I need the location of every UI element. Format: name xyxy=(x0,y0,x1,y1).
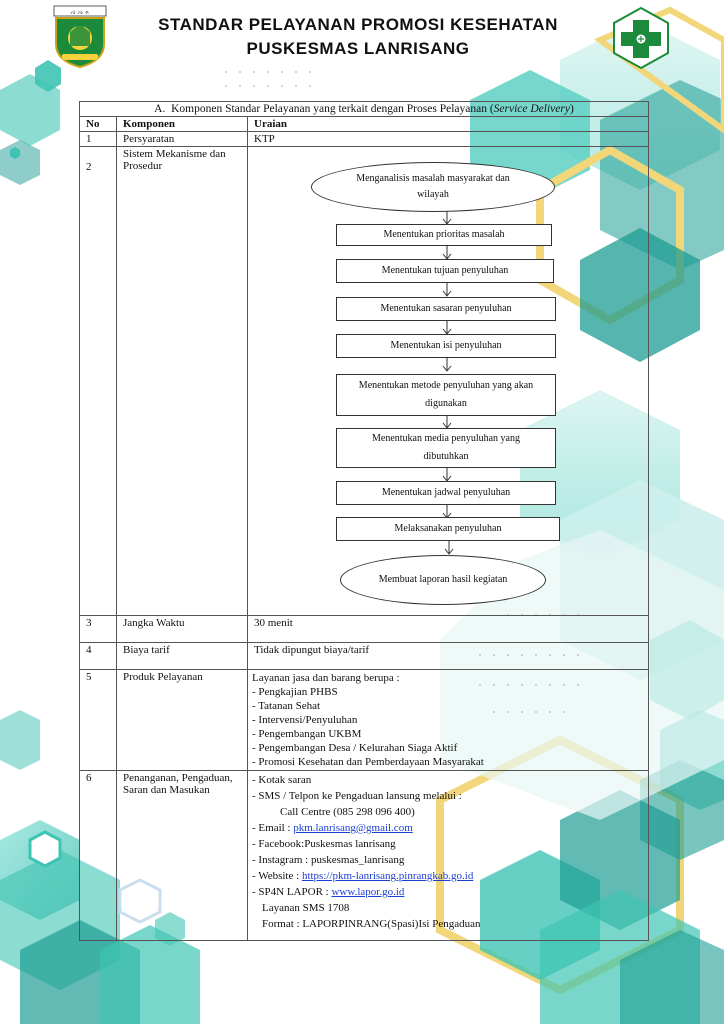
table-row: 2 Sistem Mekanisme dan Prosedur Menganal… xyxy=(79,146,649,616)
row-uraian: KTP xyxy=(247,131,649,147)
flow-step-8: Melaksanakan penyuluhan xyxy=(336,517,560,541)
row-no: 2 xyxy=(79,146,117,616)
produk-list: Layanan jasa dan barang berupa : - Pengk… xyxy=(247,669,649,771)
green-cross-health-icon xyxy=(613,6,669,70)
table-caption-row: A. Komponen Standar Pelayanan yang terka… xyxy=(79,101,649,117)
list-item: - Kotak saran xyxy=(252,774,312,786)
header-no: No xyxy=(79,116,117,132)
table-header-row: No Komponen Uraian xyxy=(79,116,649,132)
arrow-down-icon xyxy=(442,246,452,260)
row-komponen: Persyaratan xyxy=(116,131,248,147)
row-no: 3 xyxy=(79,615,117,643)
list-item: - Pengembangan UKBM xyxy=(252,728,362,740)
row-uraian: Tidak dipungut biaya/tarif xyxy=(247,642,649,670)
procedure-flowchart: Menganalisis masalah masyarakat dan wila… xyxy=(248,147,648,615)
flow-step-4: Menentukan isi penyuluhan xyxy=(336,334,556,358)
arrow-down-icon xyxy=(444,541,454,555)
flow-step-2: Menentukan tujuan penyuluhan xyxy=(336,259,554,283)
flow-step-3: Menentukan sasaran penyuluhan xyxy=(336,297,556,321)
list-item: - Tatanan Sehat xyxy=(252,700,321,712)
service-standard-table: A. Komponen Standar Pelayanan yang terka… xyxy=(79,101,649,941)
flow-end-ellipse: Membuat laporan hasil kegiatan xyxy=(340,555,546,605)
format-info: Format : LAPORPINRANG(Spasi)Isi Pengadua… xyxy=(262,918,481,930)
arrow-down-icon xyxy=(442,358,452,372)
table-row: 6 Penanganan, Pengaduan, Saran dan Masuk… xyxy=(79,770,649,941)
row-no: 1 xyxy=(79,131,117,147)
row-no: 5 xyxy=(79,669,117,771)
header-uraian: Uraian xyxy=(247,116,649,132)
row-komponen: Penanganan, Pengaduan, Saran dan Masukan xyxy=(116,770,248,941)
page-title-line1: STANDAR PELAYANAN PROMOSI KESEHATAN xyxy=(158,15,558,34)
email-link[interactable]: pkm.lanrisang@gmail.com xyxy=(293,822,413,834)
arrow-down-icon xyxy=(442,211,452,225)
row-komponen: Produk Pelayanan xyxy=(116,669,248,771)
pengaduan-list: - Kotak saran - SMS / Telpon ke Pengadua… xyxy=(247,770,649,941)
flow-step-7: Menentukan jadwal penyuluhan xyxy=(336,481,556,505)
flow-step-5: Menentukan metode penyuluhan yang akan d… xyxy=(336,374,556,416)
row-no: 6 xyxy=(79,770,117,941)
list-item: - Promosi Kesehatan dan Pemberdayaan Mas… xyxy=(252,756,484,768)
sms-lapor: Layanan SMS 1708 xyxy=(262,902,350,914)
flow-step-1: Menentukan prioritas masalah xyxy=(336,224,552,246)
table-row: 4 Biaya tarif Tidak dipungut biaya/tarif xyxy=(79,642,649,670)
website-link[interactable]: https://pkm-lanrisang.pinrangkab.go.id xyxy=(301,870,474,882)
table-row: 5 Produk Pelayanan Layanan jasa dan bara… xyxy=(79,669,649,771)
list-item: - Pengkajian PHBS xyxy=(252,686,338,698)
call-centre: Call Centre (085 298 096 400) xyxy=(280,806,415,818)
website-label: - Website : xyxy=(252,870,302,882)
list-item: - Email : pkm.lanrisang@gmail.com xyxy=(252,820,644,836)
list-item: - Instagram : puskesmas_lanrisang xyxy=(252,854,405,866)
flow-step-6: Menentukan media penyuluhan yang dibutuh… xyxy=(336,428,556,468)
arrow-down-icon xyxy=(442,415,452,429)
caption-close: ) xyxy=(569,103,574,115)
row-uraian: 30 menit xyxy=(247,615,649,643)
arrow-down-icon xyxy=(442,283,452,297)
header-komponen: Komponen xyxy=(116,116,248,132)
produk-intro: Layanan jasa dan barang berupa : xyxy=(252,672,400,684)
table-row: 3 Jangka Waktu 30 menit xyxy=(79,615,649,643)
lapor-link[interactable]: www.lapor.go.id xyxy=(331,886,405,898)
row-komponen: Sistem Mekanisme dan Prosedur xyxy=(116,146,248,616)
row-komponen: Jangka Waktu xyxy=(116,615,248,643)
arrow-down-icon xyxy=(442,321,452,335)
flowchart-cell: Menganalisis masalah masyarakat dan wila… xyxy=(247,146,649,616)
list-item: - Pengembangan Desa / Kelurahan Siaga Ak… xyxy=(252,742,458,754)
row-komponen: Biaya tarif xyxy=(116,642,248,670)
arrow-down-icon xyxy=(442,468,452,482)
caption-letter: A. xyxy=(154,103,166,115)
list-item: - Intervensi/Penyuluhan xyxy=(252,714,358,726)
email-label: - Email : xyxy=(252,822,294,834)
list-item: - SMS / Telpon ke Pengaduan lansung mela… xyxy=(252,790,462,802)
list-item: - Website : https://pkm-lanrisang.pinran… xyxy=(252,868,644,884)
row-no: 4 xyxy=(79,642,117,670)
regency-shield-emblem-icon: ᨄ ᨗᨄ ᨑ xyxy=(53,5,107,68)
caption-italic: Service Delivery xyxy=(493,103,570,115)
table-row: 1 Persyaratan KTP xyxy=(79,131,649,147)
list-item: - Facebook:Puskesmas lanrisang xyxy=(252,838,396,850)
caption-text: Komponen Standar Pelayanan yang terkait … xyxy=(171,103,494,115)
list-item: - SP4N LAPOR : www.lapor.go.id xyxy=(252,884,644,900)
flow-start-ellipse: Menganalisis masalah masyarakat dan wila… xyxy=(311,162,555,212)
lapor-label: - SP4N LAPOR : xyxy=(252,886,332,898)
table-caption: A. Komponen Standar Pelayanan yang terka… xyxy=(79,101,649,117)
page-title-line2: PUSKESMAS LANRISANG xyxy=(246,39,470,58)
svg-text:ᨄ ᨗᨄ ᨑ: ᨄ ᨗᨄ ᨑ xyxy=(70,9,89,16)
